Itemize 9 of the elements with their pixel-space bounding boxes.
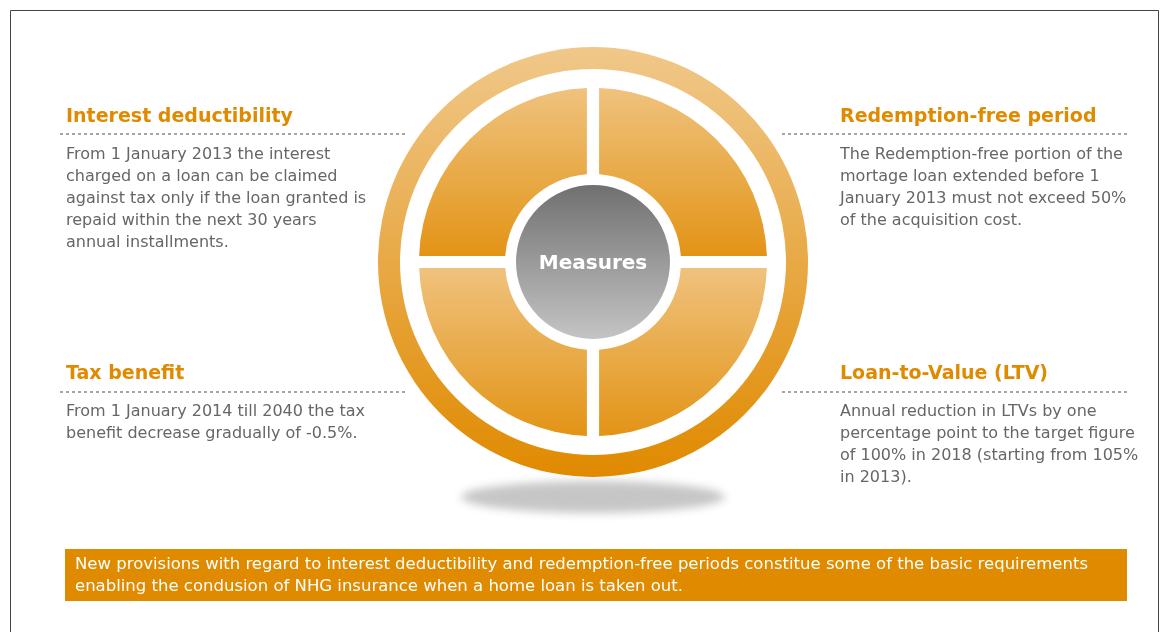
section-text: From 1 January 2014 till 2040 the tax benefit decrease gradually of -0.5%. [66,400,366,444]
section-heading: Interest deductibility [66,104,293,126]
section-text: Annual reduction in LTVs by one percentage point to the target figure of 100% in 2018 (starting from 105% in 2013). [840,400,1140,488]
section-text: From 1 January 2013 the interest charged on a loan can be claimed against tax only if the loan granted is repaid within the next 30 years annual installments. [66,143,368,253]
section-heading: Tax benefit [66,361,185,383]
note-band: New provisions with regard to interest deductibility and redemption-free periods constitue some of the basic requirements enabling the condusion of NHG insurance when a home loan is taken out. [65,549,1127,601]
section-text: The Redemption-free portion of the mortage loan extended before 1 January 2013 must not exceed 50% of the acquisition cost. [840,143,1128,231]
section-heading: Loan-to-Value (LTV) [840,361,1049,383]
section-heading: Redemption-free period [840,104,1097,126]
